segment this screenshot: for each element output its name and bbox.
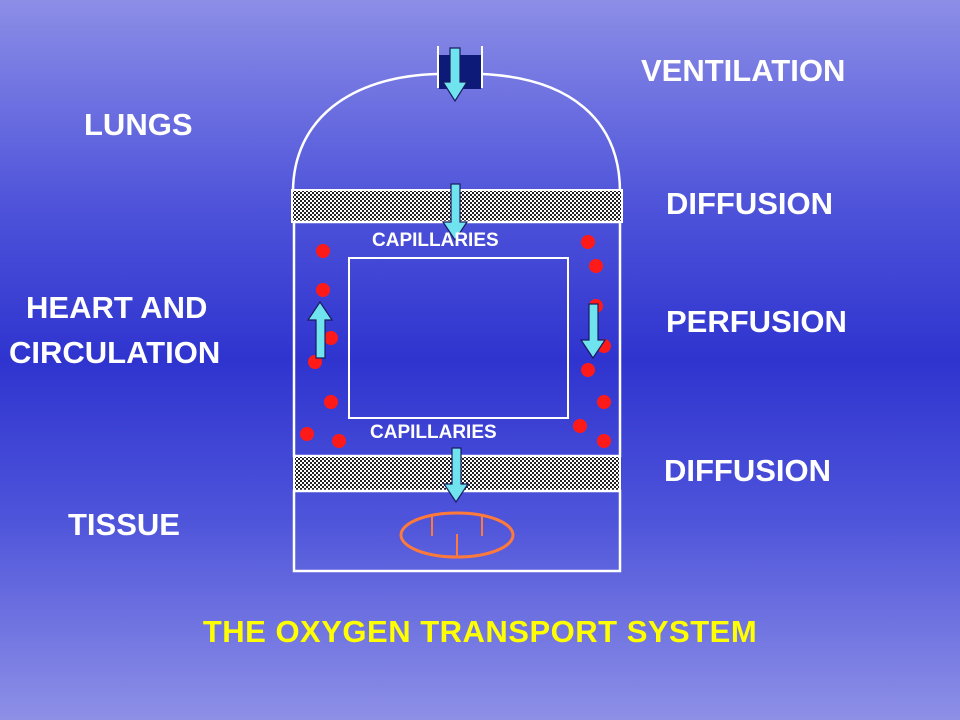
circulation-down-arrow <box>579 303 607 360</box>
diffusion-top-label: DIFFUSION <box>666 186 834 221</box>
heart-circulation-line2: CIRCULATION <box>9 335 221 370</box>
lungs-label: LUNGS <box>84 107 193 142</box>
perfusion-label: PERFUSION <box>666 304 847 339</box>
blood-cell <box>324 331 338 345</box>
tissue-label: TISSUE <box>68 507 180 542</box>
capillaries-top-label: CAPILLARIES <box>372 230 499 251</box>
blood-cell <box>316 283 330 297</box>
blood-cell <box>581 363 595 377</box>
capillaries-bottom-label: CAPILLARIES <box>370 422 497 443</box>
lung-dome <box>291 72 622 193</box>
blood-cell <box>300 427 314 441</box>
blood-cell <box>597 434 611 448</box>
inner-circulation-loop <box>348 257 569 419</box>
blood-cell <box>573 419 587 433</box>
slide-title: THE OXYGEN TRANSPORT SYSTEM <box>202 614 758 649</box>
alveolar-diffusion-arrow <box>441 183 469 242</box>
ventilation-label: VENTILATION <box>641 53 846 88</box>
blood-cell <box>324 395 338 409</box>
blood-cell <box>581 235 595 249</box>
tissue-box <box>292 489 622 573</box>
ventilation-arrow <box>441 47 469 103</box>
blood-cell <box>316 244 330 258</box>
blood-cell <box>332 434 346 448</box>
tissue-diffusion-arrow <box>442 447 470 504</box>
blood-cells <box>300 235 611 448</box>
mitochondrion-icon <box>399 511 515 559</box>
heart-circulation-line1: HEART AND <box>26 290 208 325</box>
blood-cell <box>589 259 603 273</box>
diffusion-bottom-label: DIFFUSION <box>664 453 832 488</box>
circulation-up-arrow <box>306 300 334 359</box>
blood-cell <box>597 395 611 409</box>
